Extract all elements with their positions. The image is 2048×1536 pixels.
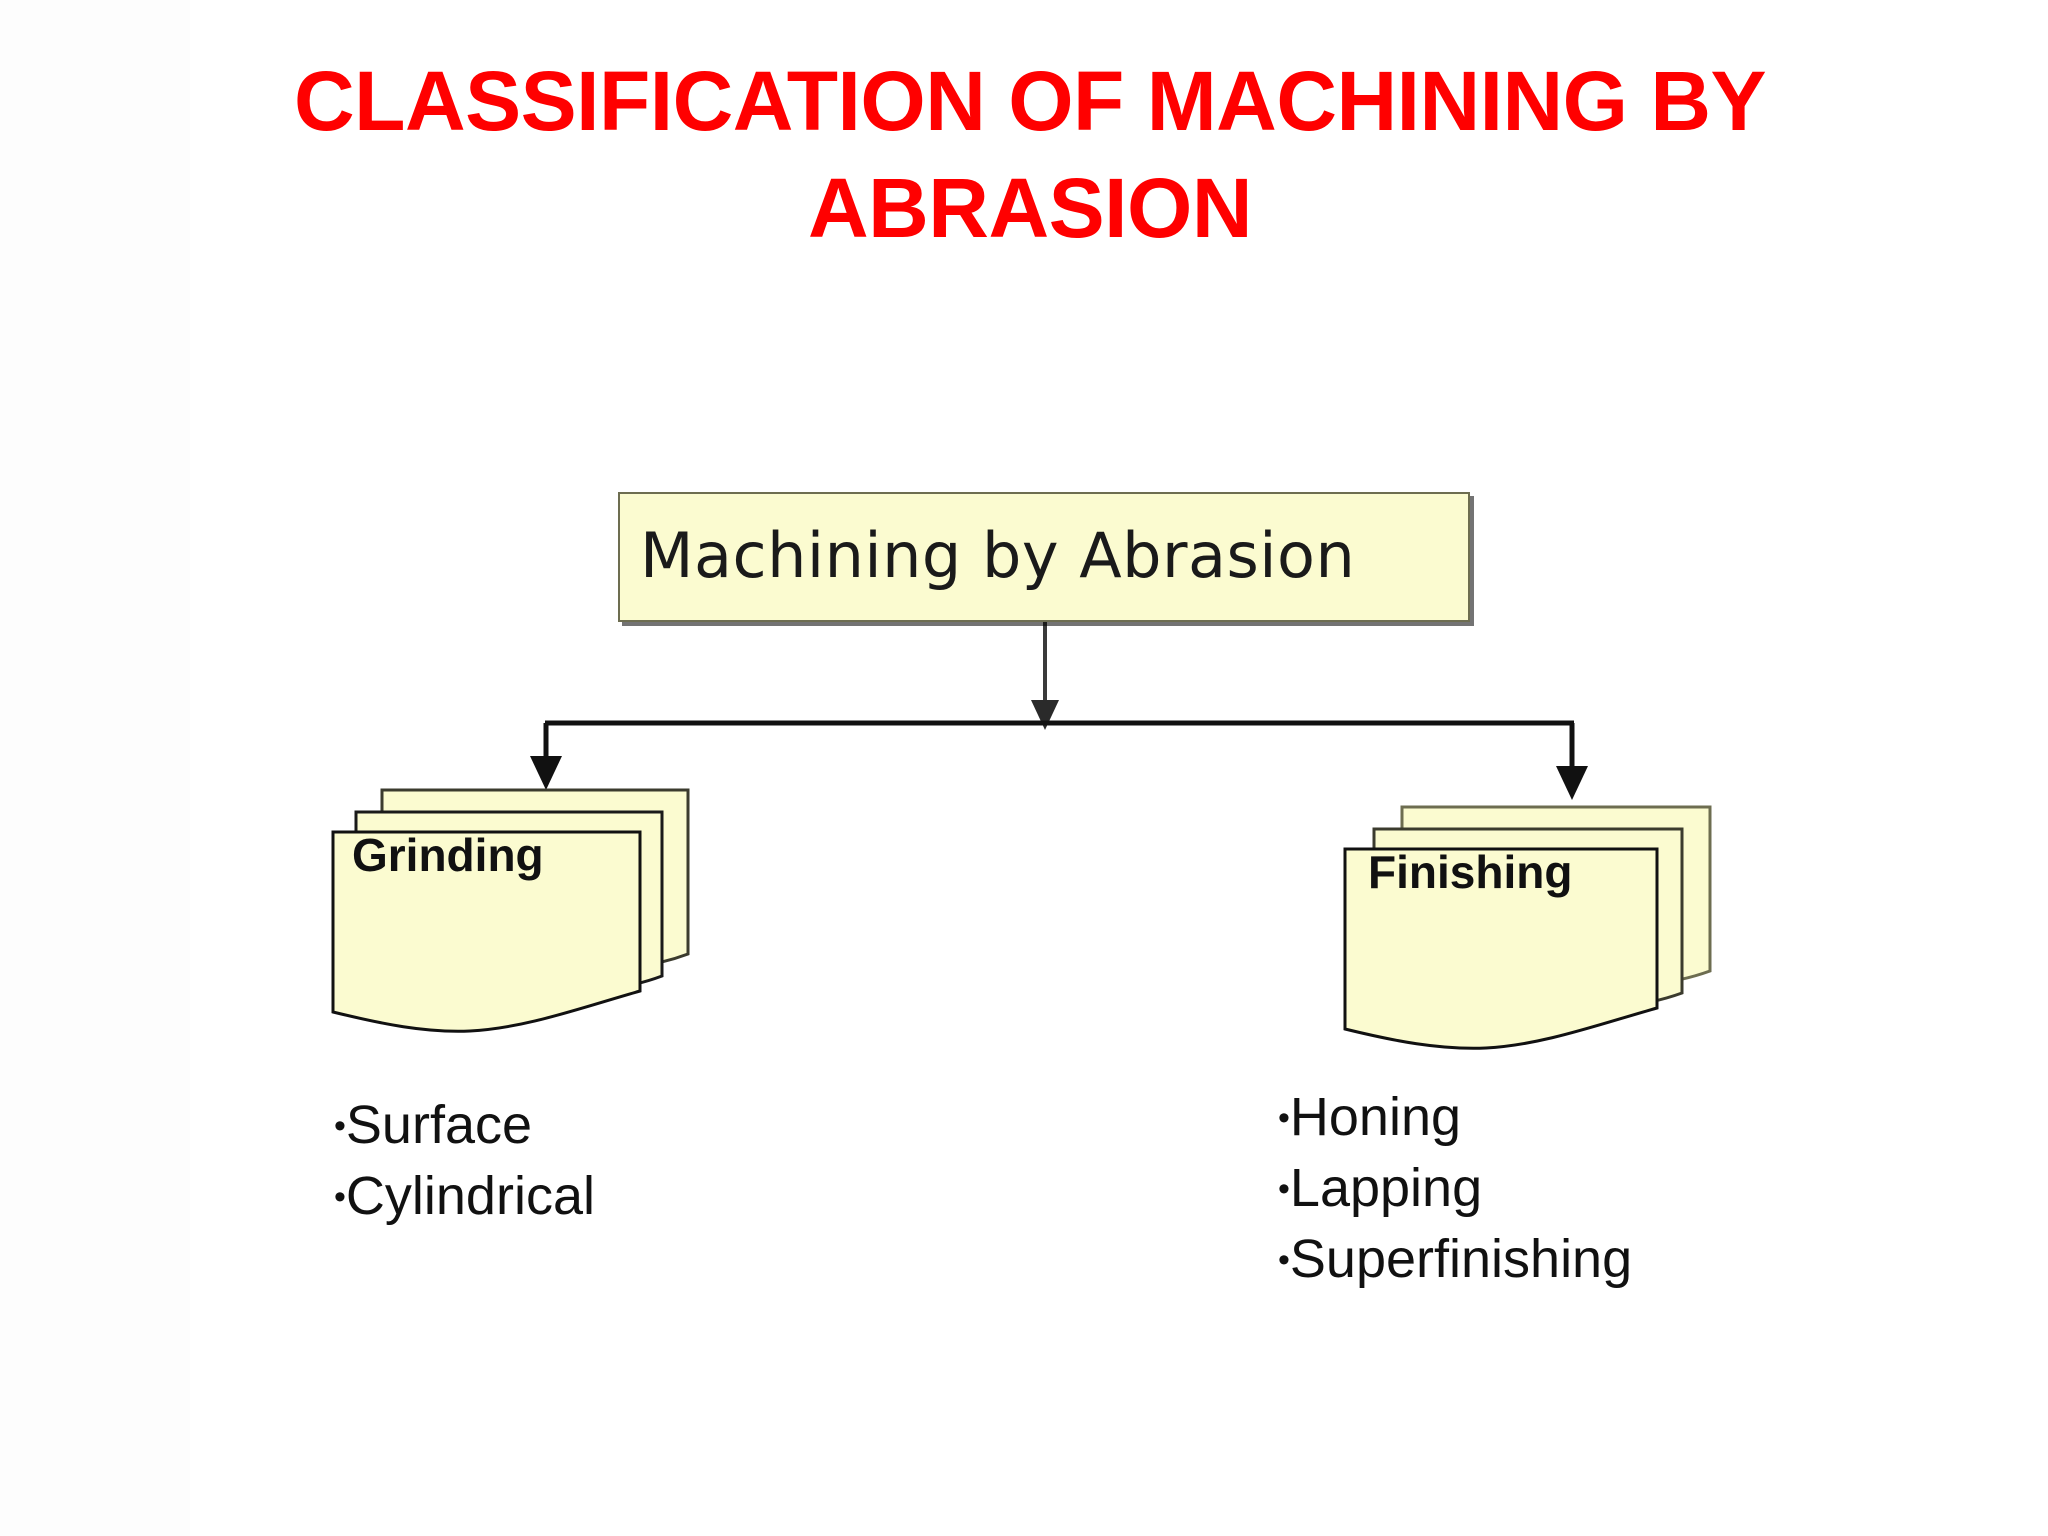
grinding-bullet-list: •Surface •Cylindrical xyxy=(334,1098,595,1240)
list-item: •Lapping xyxy=(1278,1161,1632,1215)
list-item: •Cylindrical xyxy=(334,1169,595,1223)
node-finishing-label: Finishing xyxy=(1368,846,1573,898)
list-item: •Honing xyxy=(1278,1090,1632,1144)
node-machining-by-abrasion[interactable]: Machining by Abrasion xyxy=(618,492,1470,622)
list-item: •Superfinishing xyxy=(1278,1232,1632,1286)
node-finishing-stack[interactable]: Finishing xyxy=(1342,803,1722,1053)
list-item: •Surface xyxy=(334,1098,595,1152)
bullet-icon: • xyxy=(334,1106,346,1145)
grinding-sheet-front xyxy=(331,830,642,1033)
list-item-label: Superfinishing xyxy=(1289,1229,1633,1289)
list-item-label: Surface xyxy=(345,1095,533,1155)
finishing-bullet-list: •Honing •Lapping •Superfinishing xyxy=(1278,1090,1632,1303)
bullet-icon: • xyxy=(1278,1240,1290,1279)
arrowhead-finishing xyxy=(1556,766,1588,800)
page-title-line-2: ABRASION xyxy=(807,160,1253,255)
bullet-icon: • xyxy=(334,1177,346,1216)
page-title-line-1: CLASSIFICATION OF MACHINING BY xyxy=(293,54,1767,148)
list-item-label: Lapping xyxy=(1289,1158,1483,1218)
finishing-sheet-front xyxy=(1343,847,1659,1050)
finishing-stack-shape xyxy=(1343,805,1712,1050)
arrowhead-root-stem xyxy=(1031,700,1059,730)
bullet-icon: • xyxy=(1278,1169,1290,1208)
bullet-icon: • xyxy=(1278,1098,1290,1137)
node-grinding-stack[interactable]: Grinding xyxy=(330,786,710,1036)
arrowhead-grinding xyxy=(530,756,562,790)
list-item-label: Honing xyxy=(1289,1087,1462,1147)
left-margin-band xyxy=(0,0,190,1536)
node-grinding-label: Grinding xyxy=(352,829,544,881)
grinding-stack-shape xyxy=(331,788,690,1033)
page-title: CLASSIFICATION OF MACHINING BY ABRASION xyxy=(190,48,1870,261)
list-item-label: Cylindrical xyxy=(345,1166,595,1226)
node-machining-by-abrasion-label: Machining by Abrasion xyxy=(640,519,1356,593)
